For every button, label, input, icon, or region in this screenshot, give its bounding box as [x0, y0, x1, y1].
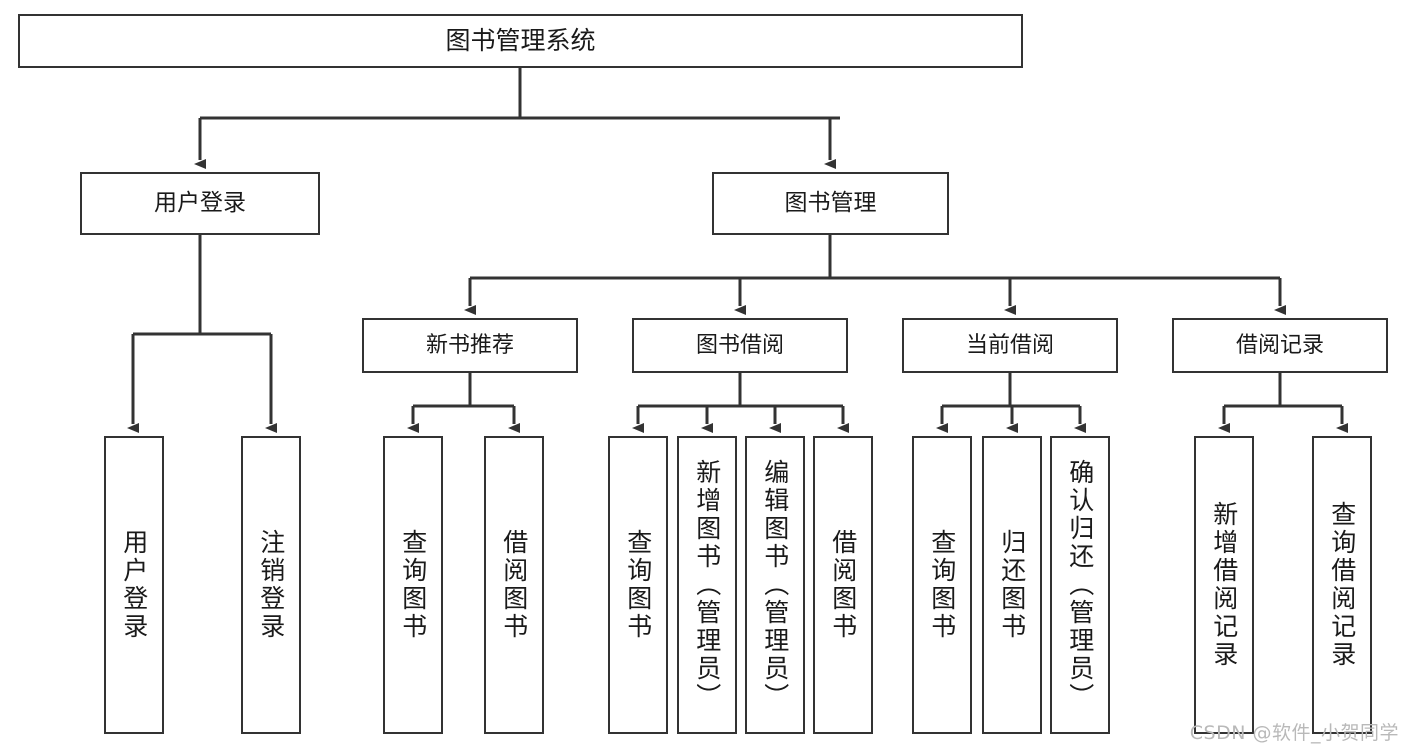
node-borrow-record-label: 借阅记录	[1235, 332, 1324, 358]
node-root[interactable]: 图书管理系统	[18, 14, 1023, 68]
node-leaf-query-book-current-label: 查询图书	[927, 529, 957, 641]
node-new-book-recommend-label: 新书推荐	[425, 332, 514, 358]
node-leaf-add-book-admin-label: 新增图书（管理员）	[692, 459, 722, 711]
node-leaf-add-borrow-record[interactable]: 新增借阅记录	[1194, 436, 1254, 734]
node-leaf-borrow-book[interactable]: 借阅图书	[813, 436, 873, 734]
node-leaf-edit-book-admin-label: 编辑图书（管理员）	[760, 459, 790, 711]
node-leaf-confirm-return-admin[interactable]: 确认归还（管理员）	[1050, 436, 1110, 734]
node-leaf-query-book-borrow-label: 查询图书	[623, 529, 653, 641]
node-user-login[interactable]: 用户登录	[80, 172, 320, 235]
node-leaf-return-book-label: 归还图书	[997, 529, 1027, 641]
node-leaf-query-book-recommend[interactable]: 查询图书	[383, 436, 443, 734]
node-leaf-logout-label: 注销登录	[256, 529, 286, 641]
csdn-watermark: CSDN @软件_小贺同学	[1189, 722, 1399, 744]
node-leaf-user-login-label: 用户登录	[119, 529, 149, 641]
node-leaf-confirm-return-admin-label: 确认归还（管理员）	[1065, 459, 1095, 711]
node-leaf-edit-book-admin[interactable]: 编辑图书（管理员）	[745, 436, 805, 734]
node-current-borrow[interactable]: 当前借阅	[902, 318, 1118, 373]
node-current-borrow-label: 当前借阅	[965, 332, 1054, 358]
node-new-book-recommend[interactable]: 新书推荐	[362, 318, 578, 373]
node-borrow-record[interactable]: 借阅记录	[1172, 318, 1388, 373]
node-book-manage[interactable]: 图书管理	[712, 172, 949, 235]
node-leaf-add-book-admin[interactable]: 新增图书（管理员）	[677, 436, 737, 734]
node-leaf-logout[interactable]: 注销登录	[241, 436, 301, 734]
node-user-login-label: 用户登录	[154, 189, 246, 216]
node-leaf-query-book-current[interactable]: 查询图书	[912, 436, 972, 734]
node-book-borrow[interactable]: 图书借阅	[632, 318, 848, 373]
node-leaf-borrow-book-recommend[interactable]: 借阅图书	[484, 436, 544, 734]
node-leaf-query-borrow-record[interactable]: 查询借阅记录	[1312, 436, 1372, 734]
node-book-borrow-label: 图书借阅	[695, 332, 784, 358]
node-leaf-return-book[interactable]: 归还图书	[982, 436, 1042, 734]
node-leaf-borrow-book-recommend-label: 借阅图书	[499, 529, 529, 641]
node-leaf-add-borrow-record-label: 新增借阅记录	[1209, 501, 1239, 669]
node-leaf-user-login[interactable]: 用户登录	[104, 436, 164, 734]
node-root-label: 图书管理系统	[445, 26, 596, 56]
node-leaf-borrow-book-label: 借阅图书	[828, 529, 858, 641]
node-leaf-query-book-borrow[interactable]: 查询图书	[608, 436, 668, 734]
node-leaf-query-borrow-record-label: 查询借阅记录	[1327, 501, 1357, 669]
node-leaf-query-book-recommend-label: 查询图书	[398, 529, 428, 641]
node-book-manage-label: 图书管理	[784, 189, 877, 216]
